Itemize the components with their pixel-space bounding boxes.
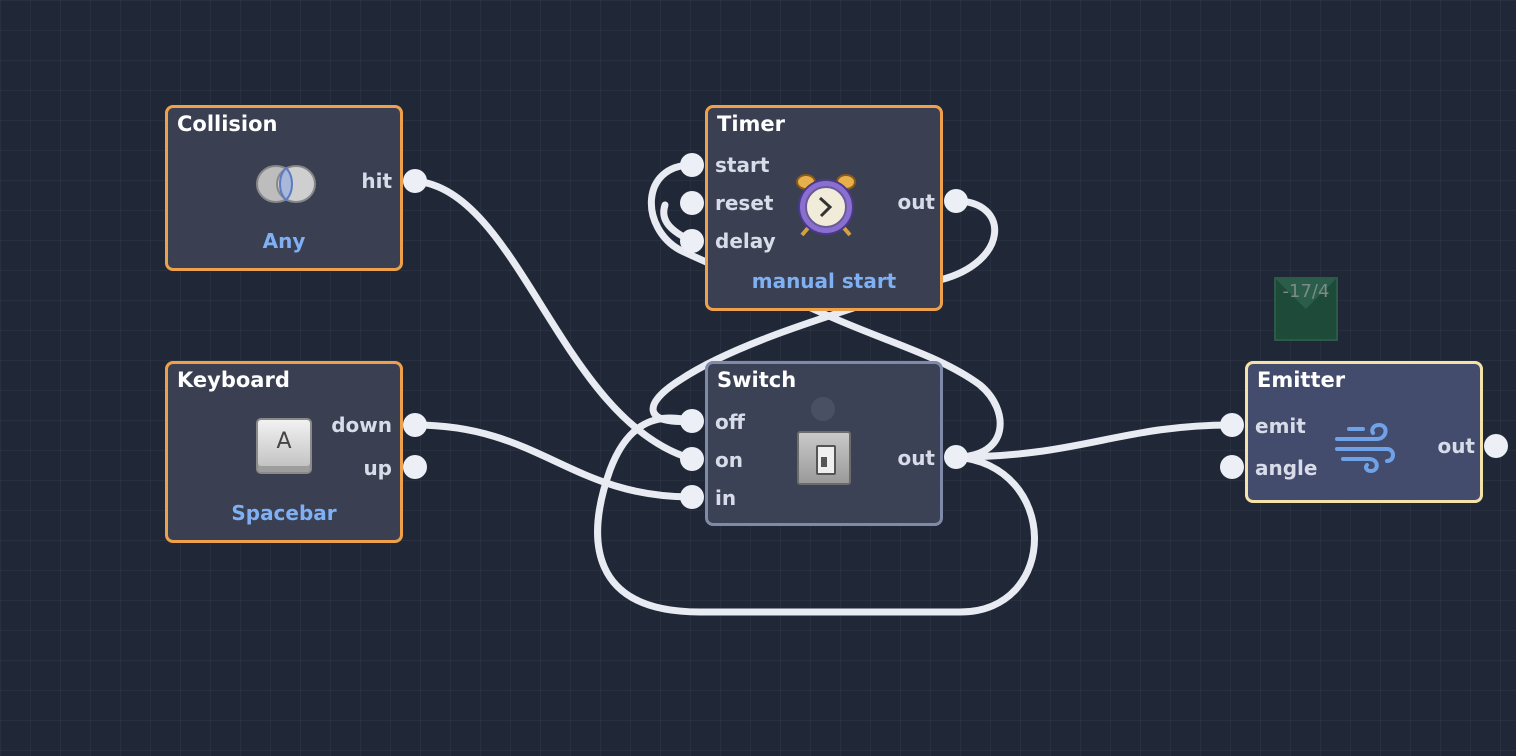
toggle-switch-icon bbox=[797, 431, 851, 485]
wind-icon bbox=[1335, 422, 1395, 474]
alarm-clock-icon bbox=[796, 174, 856, 237]
node-title: Emitter bbox=[1257, 368, 1346, 392]
emitter-angle-port[interactable] bbox=[1220, 455, 1244, 479]
node-title: Timer bbox=[717, 112, 786, 136]
switch-node[interactable]: Switch off on in out bbox=[705, 361, 943, 526]
start-port-label: start bbox=[715, 153, 770, 177]
status-indicator-icon bbox=[811, 397, 835, 421]
collision-mode-label[interactable]: Any bbox=[262, 229, 306, 253]
timer-node[interactable]: Timer start reset delay out manual start bbox=[705, 105, 943, 311]
emitter-node[interactable]: Emitter emit angle out bbox=[1245, 361, 1483, 503]
delay-port-label: delay bbox=[715, 229, 776, 253]
keyboard-down-port[interactable] bbox=[403, 413, 427, 437]
collision-hit-port[interactable] bbox=[403, 169, 427, 193]
node-title: Switch bbox=[717, 368, 797, 392]
off-port-label: off bbox=[715, 410, 745, 434]
keyboard-key-icon: A bbox=[256, 418, 312, 474]
keyboard-up-port[interactable] bbox=[403, 455, 427, 479]
switch-off-port[interactable] bbox=[680, 409, 704, 433]
badge-text: -17/4 bbox=[1282, 281, 1330, 302]
switch-in-port[interactable] bbox=[680, 485, 704, 509]
value-badge[interactable]: -17/4 bbox=[1274, 277, 1338, 341]
switch-on-port[interactable] bbox=[680, 447, 704, 471]
up-port-label: up bbox=[363, 456, 392, 480]
reset-port-label: reset bbox=[715, 191, 774, 215]
emitter-out-port[interactable] bbox=[1484, 434, 1508, 458]
angle-port-label: angle bbox=[1255, 456, 1318, 480]
wire-collision-hit-to-switch-on[interactable] bbox=[411, 177, 696, 463]
wire-switch-out-to-emitter-emit[interactable] bbox=[952, 421, 1236, 461]
timer-delay-port[interactable] bbox=[680, 229, 704, 253]
key-glyph: A bbox=[276, 429, 292, 454]
wire-timer-out-to-switch-off[interactable] bbox=[649, 197, 998, 426]
wire-switch-out-to-timer-start[interactable] bbox=[647, 161, 1004, 461]
collision-overlap-icon bbox=[256, 165, 316, 203]
emitter-emit-port[interactable] bbox=[1220, 413, 1244, 437]
wire-switch-out-loop[interactable] bbox=[594, 414, 1038, 616]
emitter-out-port-label: out bbox=[1437, 434, 1475, 458]
collision-node[interactable]: Collision hit Any bbox=[165, 105, 403, 271]
timer-reset-port[interactable] bbox=[680, 191, 704, 215]
emit-port-label: emit bbox=[1255, 414, 1306, 438]
key-name-label[interactable]: Spacebar bbox=[231, 501, 337, 525]
down-port-label: down bbox=[331, 413, 392, 437]
hit-port-label: hit bbox=[361, 169, 392, 193]
node-title: Keyboard bbox=[177, 368, 290, 392]
timer-out-port[interactable] bbox=[944, 189, 968, 213]
keyboard-node[interactable]: Keyboard A down up Spacebar bbox=[165, 361, 403, 543]
timer-start-port[interactable] bbox=[680, 153, 704, 177]
switch-out-port-label: out bbox=[897, 446, 935, 470]
timer-mode-label[interactable]: manual start bbox=[751, 269, 897, 293]
on-port-label: on bbox=[715, 448, 743, 472]
in-port-label: in bbox=[715, 486, 737, 510]
switch-out-port[interactable] bbox=[944, 445, 968, 469]
timer-out-port-label: out bbox=[897, 190, 935, 214]
wire-keyboard-down-to-switch-in[interactable] bbox=[411, 421, 696, 501]
node-title: Collision bbox=[177, 112, 278, 136]
